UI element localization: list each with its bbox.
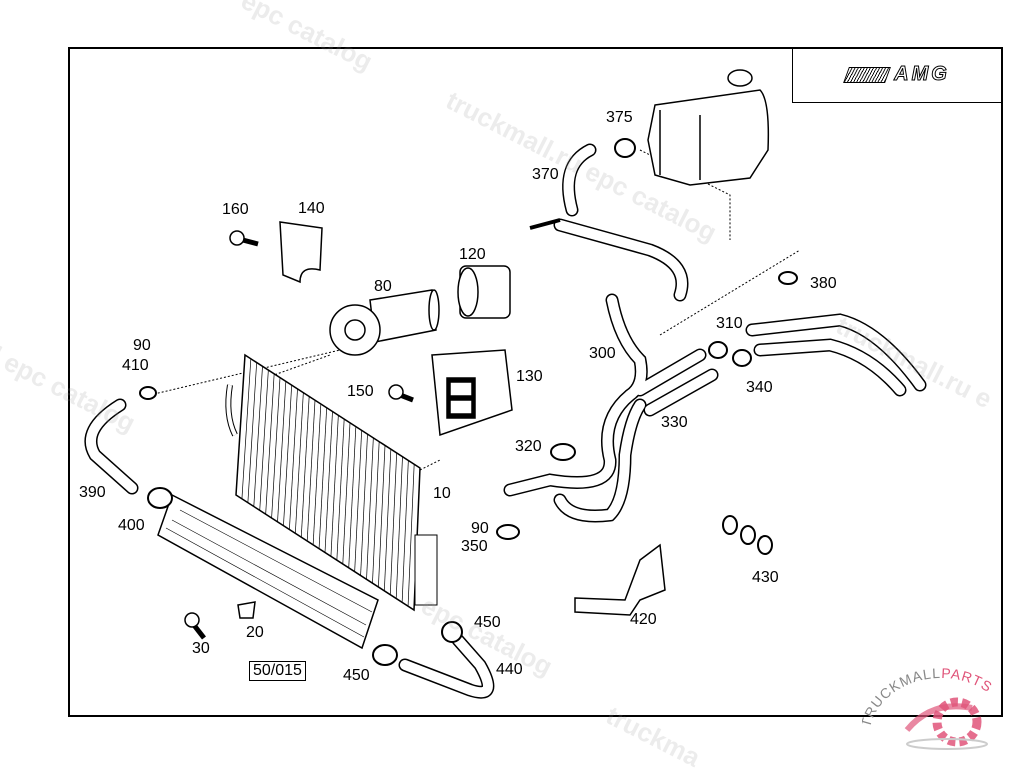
radiator-fin (318, 407, 328, 549)
part-label-375: 375 (606, 109, 633, 126)
expansion-tank (647, 69, 770, 186)
radiator-fin (277, 381, 287, 522)
radiator-fin (342, 422, 351, 565)
hoses (84, 143, 927, 699)
part-label-140: 140 (298, 200, 325, 217)
radiator-fin (330, 415, 339, 557)
radiator-fin (366, 437, 374, 580)
part-label-430: 430 (752, 569, 779, 586)
radiator-fin (407, 464, 415, 607)
radiator-fin (372, 441, 380, 584)
part-label-380: 380 (810, 275, 837, 292)
part-label-440: 440 (496, 661, 523, 678)
part-label-90: 90 (133, 337, 151, 354)
radiator-fin (259, 370, 269, 511)
part-label-330: 330 (661, 414, 688, 431)
radiator-fin (300, 396, 310, 538)
bolts (184, 218, 561, 640)
radiator-fin (354, 430, 363, 572)
part-label-340: 340 (746, 379, 773, 396)
part-label-20: 20 (246, 624, 264, 641)
water-pump-80 (329, 289, 440, 356)
part-label-90: 90 (471, 520, 489, 537)
part-label-370: 370 (532, 166, 559, 183)
part-label-390: 390 (79, 484, 106, 501)
part-label-410: 410 (122, 357, 149, 374)
bracket-140 (279, 221, 323, 284)
diagram-frame (68, 47, 1003, 717)
part-label-300: 300 (589, 345, 616, 362)
control-unit-130 (431, 349, 513, 437)
part-label-30: 30 (192, 640, 210, 657)
radiator-fin (241, 358, 252, 499)
amg-logo-box: AMG (792, 47, 1003, 103)
bracket-420 (574, 543, 666, 616)
part-label-420: 420 (630, 611, 657, 628)
part-label-80: 80 (374, 278, 392, 295)
radiator-fin (360, 434, 368, 576)
radiator-fin (378, 445, 386, 588)
radiator-fin (253, 366, 263, 507)
part-label-130: 130 (516, 368, 543, 385)
intercooler-50-015 (157, 493, 379, 650)
radiator-fin (306, 400, 316, 542)
radiator-fin (336, 419, 345, 561)
truckmallparts-logo: TRUCKMALLPARTS (862, 665, 995, 750)
radiator-fin (395, 456, 403, 599)
part-label-10: 10 (433, 485, 451, 502)
part-label-310: 310 (716, 315, 743, 332)
part-label-350: 350 (461, 538, 488, 555)
hose-clamps (139, 138, 798, 666)
parts-diagram (84, 69, 927, 699)
radiator-fin (324, 411, 333, 553)
radiator-fin (289, 388, 298, 530)
part-label-450: 450 (474, 614, 501, 631)
sleeve-120 (457, 265, 511, 319)
radiator-fin (247, 362, 258, 503)
radiator-fin (283, 385, 293, 526)
radiator-fin (294, 392, 304, 534)
radiator-fin (401, 460, 409, 603)
radiator-fin (265, 373, 275, 515)
radiator-fin (389, 452, 398, 595)
radiator-fin (348, 426, 357, 568)
part-label-160: 160 (222, 201, 249, 218)
part-label-150: 150 (347, 383, 374, 400)
amg-logo: AMG (894, 63, 950, 86)
part-label-50-015: 50/015 (249, 661, 306, 681)
radiator-fin (271, 377, 281, 519)
radiator-fin (312, 403, 322, 545)
part-label-320: 320 (515, 438, 542, 455)
radiator-10 (225, 353, 438, 612)
radiator-fin (383, 449, 392, 591)
part-label-400: 400 (118, 517, 145, 534)
part-label-120: 120 (459, 246, 486, 263)
part-label-450: 450 (343, 667, 370, 684)
